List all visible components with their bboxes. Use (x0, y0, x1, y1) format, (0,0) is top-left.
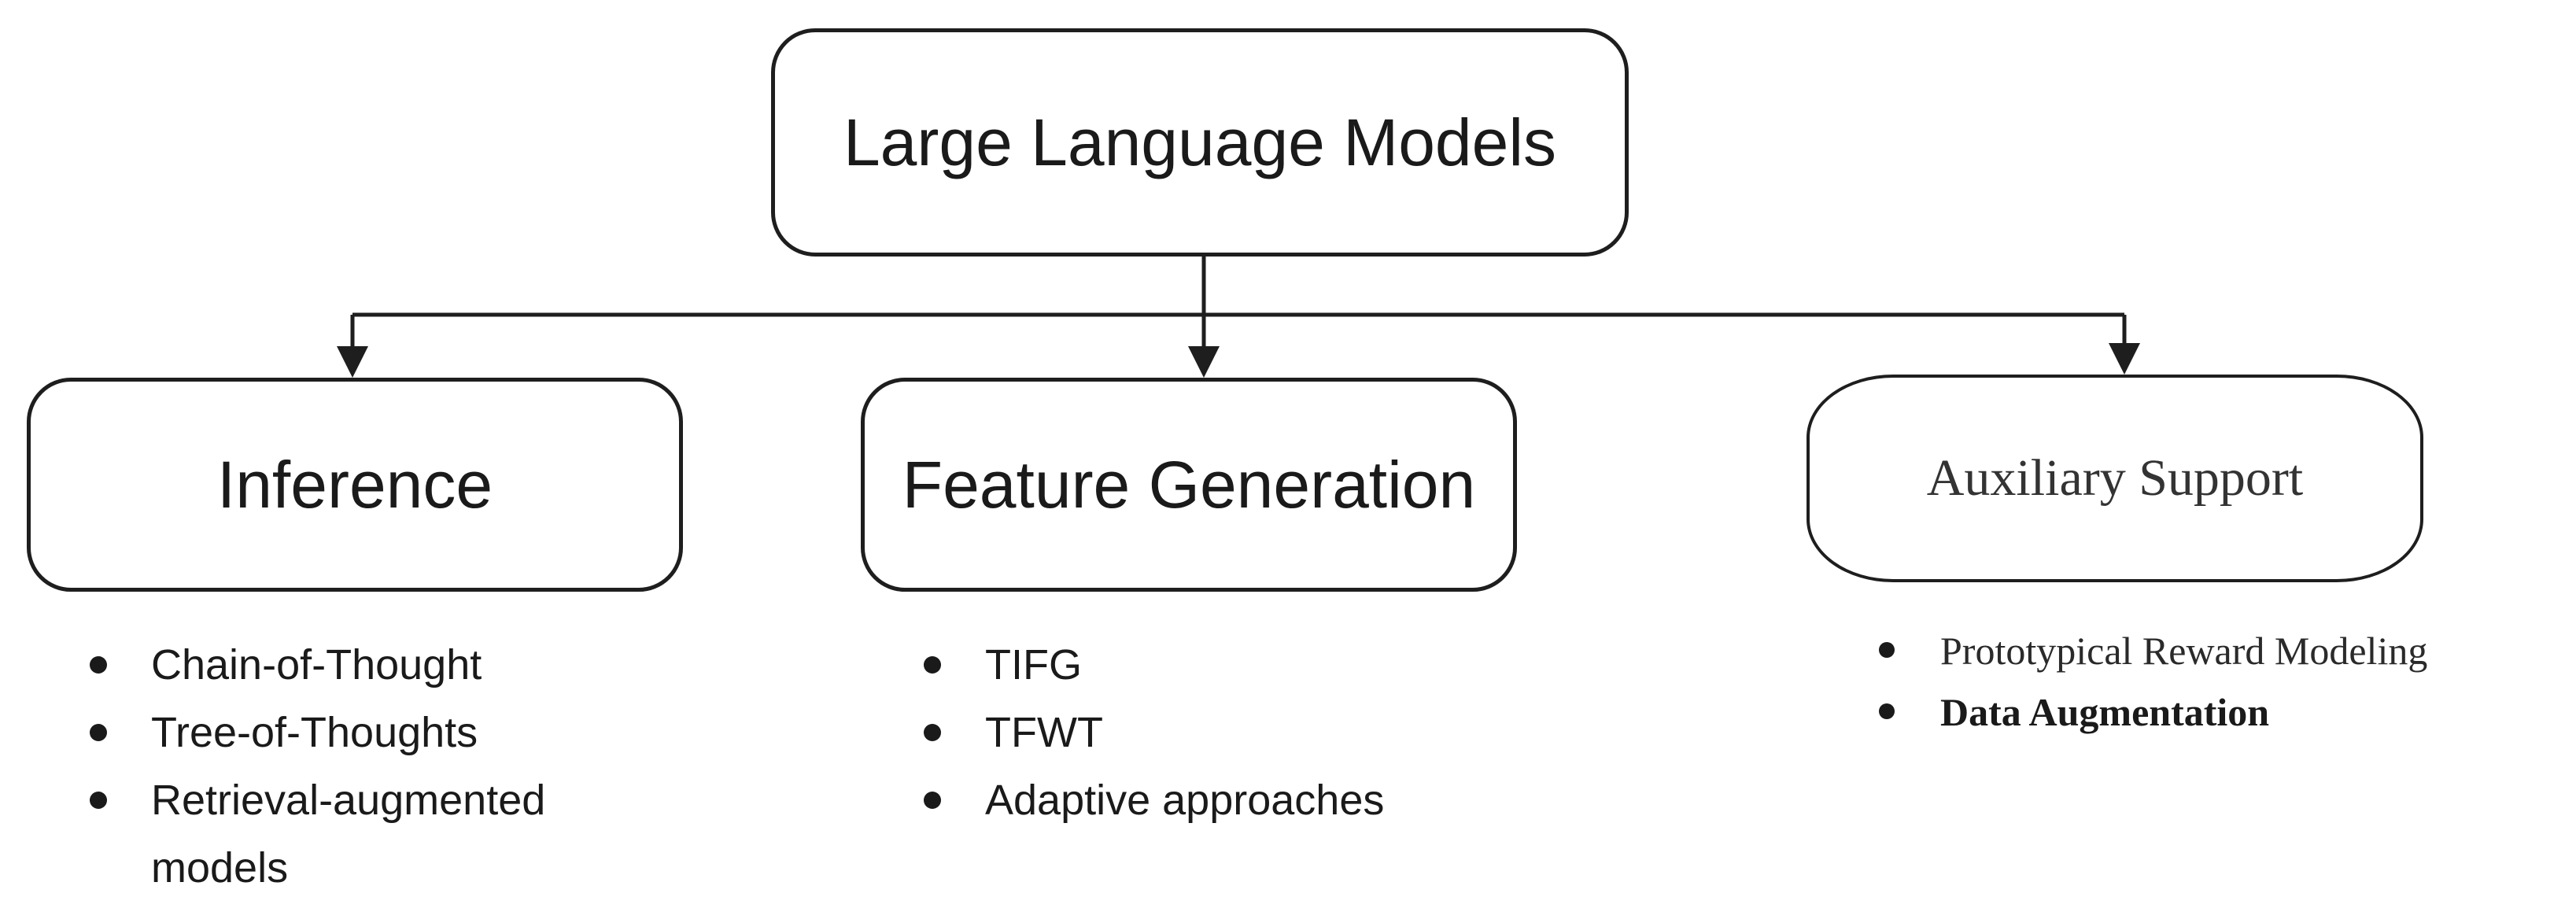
list-item: Retrieval-augmented models (76, 766, 662, 902)
inference-bullet-list: Chain-of-Thought Tree-of-Thoughts Retrie… (76, 631, 662, 902)
inference-node-box: Inference (27, 378, 683, 592)
list-item-text: Data Augmentation (1940, 690, 2270, 734)
inference-node-label: Inference (216, 447, 493, 522)
feature-generation-bullet-list: TIFG TFWT Adaptive approaches (910, 631, 1384, 834)
bullet-icon (90, 724, 107, 741)
list-item-text: Adaptive approaches (985, 777, 1385, 824)
bullet-icon (924, 724, 941, 741)
list-item: TIFG (910, 631, 1384, 699)
root-node-label: Large Language Models (843, 105, 1557, 179)
list-item: Tree-of-Thoughts (76, 699, 662, 766)
list-item-text: TFWT (985, 709, 1103, 756)
list-item-text: Tree-of-Thoughts (151, 709, 478, 756)
list-item: TFWT (910, 699, 1384, 766)
bullet-icon (90, 792, 107, 809)
bullet-icon (924, 656, 941, 674)
auxiliary-support-node-box: Auxiliary Support (1807, 375, 2423, 582)
list-item: Adaptive approaches (910, 766, 1384, 834)
bullet-icon (1879, 703, 1895, 719)
bullet-icon (1879, 642, 1895, 658)
list-item: Chain-of-Thought (76, 631, 662, 699)
feature-generation-node-label: Feature Generation (902, 447, 1476, 522)
bullet-icon (90, 656, 107, 674)
auxiliary-support-node-label: Auxiliary Support (1926, 449, 2304, 507)
bullet-icon (924, 792, 941, 809)
list-item-text: Chain-of-Thought (151, 641, 482, 688)
list-item-text: Prototypical Reward Modeling (1940, 629, 2428, 673)
list-item: Prototypical Reward Modeling (1865, 620, 2427, 681)
list-item-text: Retrieval-augmented models (151, 777, 546, 891)
root-node-box: Large Language Models (771, 28, 1629, 257)
list-item: Data Augmentation (1865, 681, 2427, 743)
feature-generation-node-box: Feature Generation (861, 378, 1517, 592)
auxiliary-support-bullet-list: Prototypical Reward Modeling Data Augmen… (1865, 620, 2427, 743)
list-item-text: TIFG (985, 641, 1082, 688)
